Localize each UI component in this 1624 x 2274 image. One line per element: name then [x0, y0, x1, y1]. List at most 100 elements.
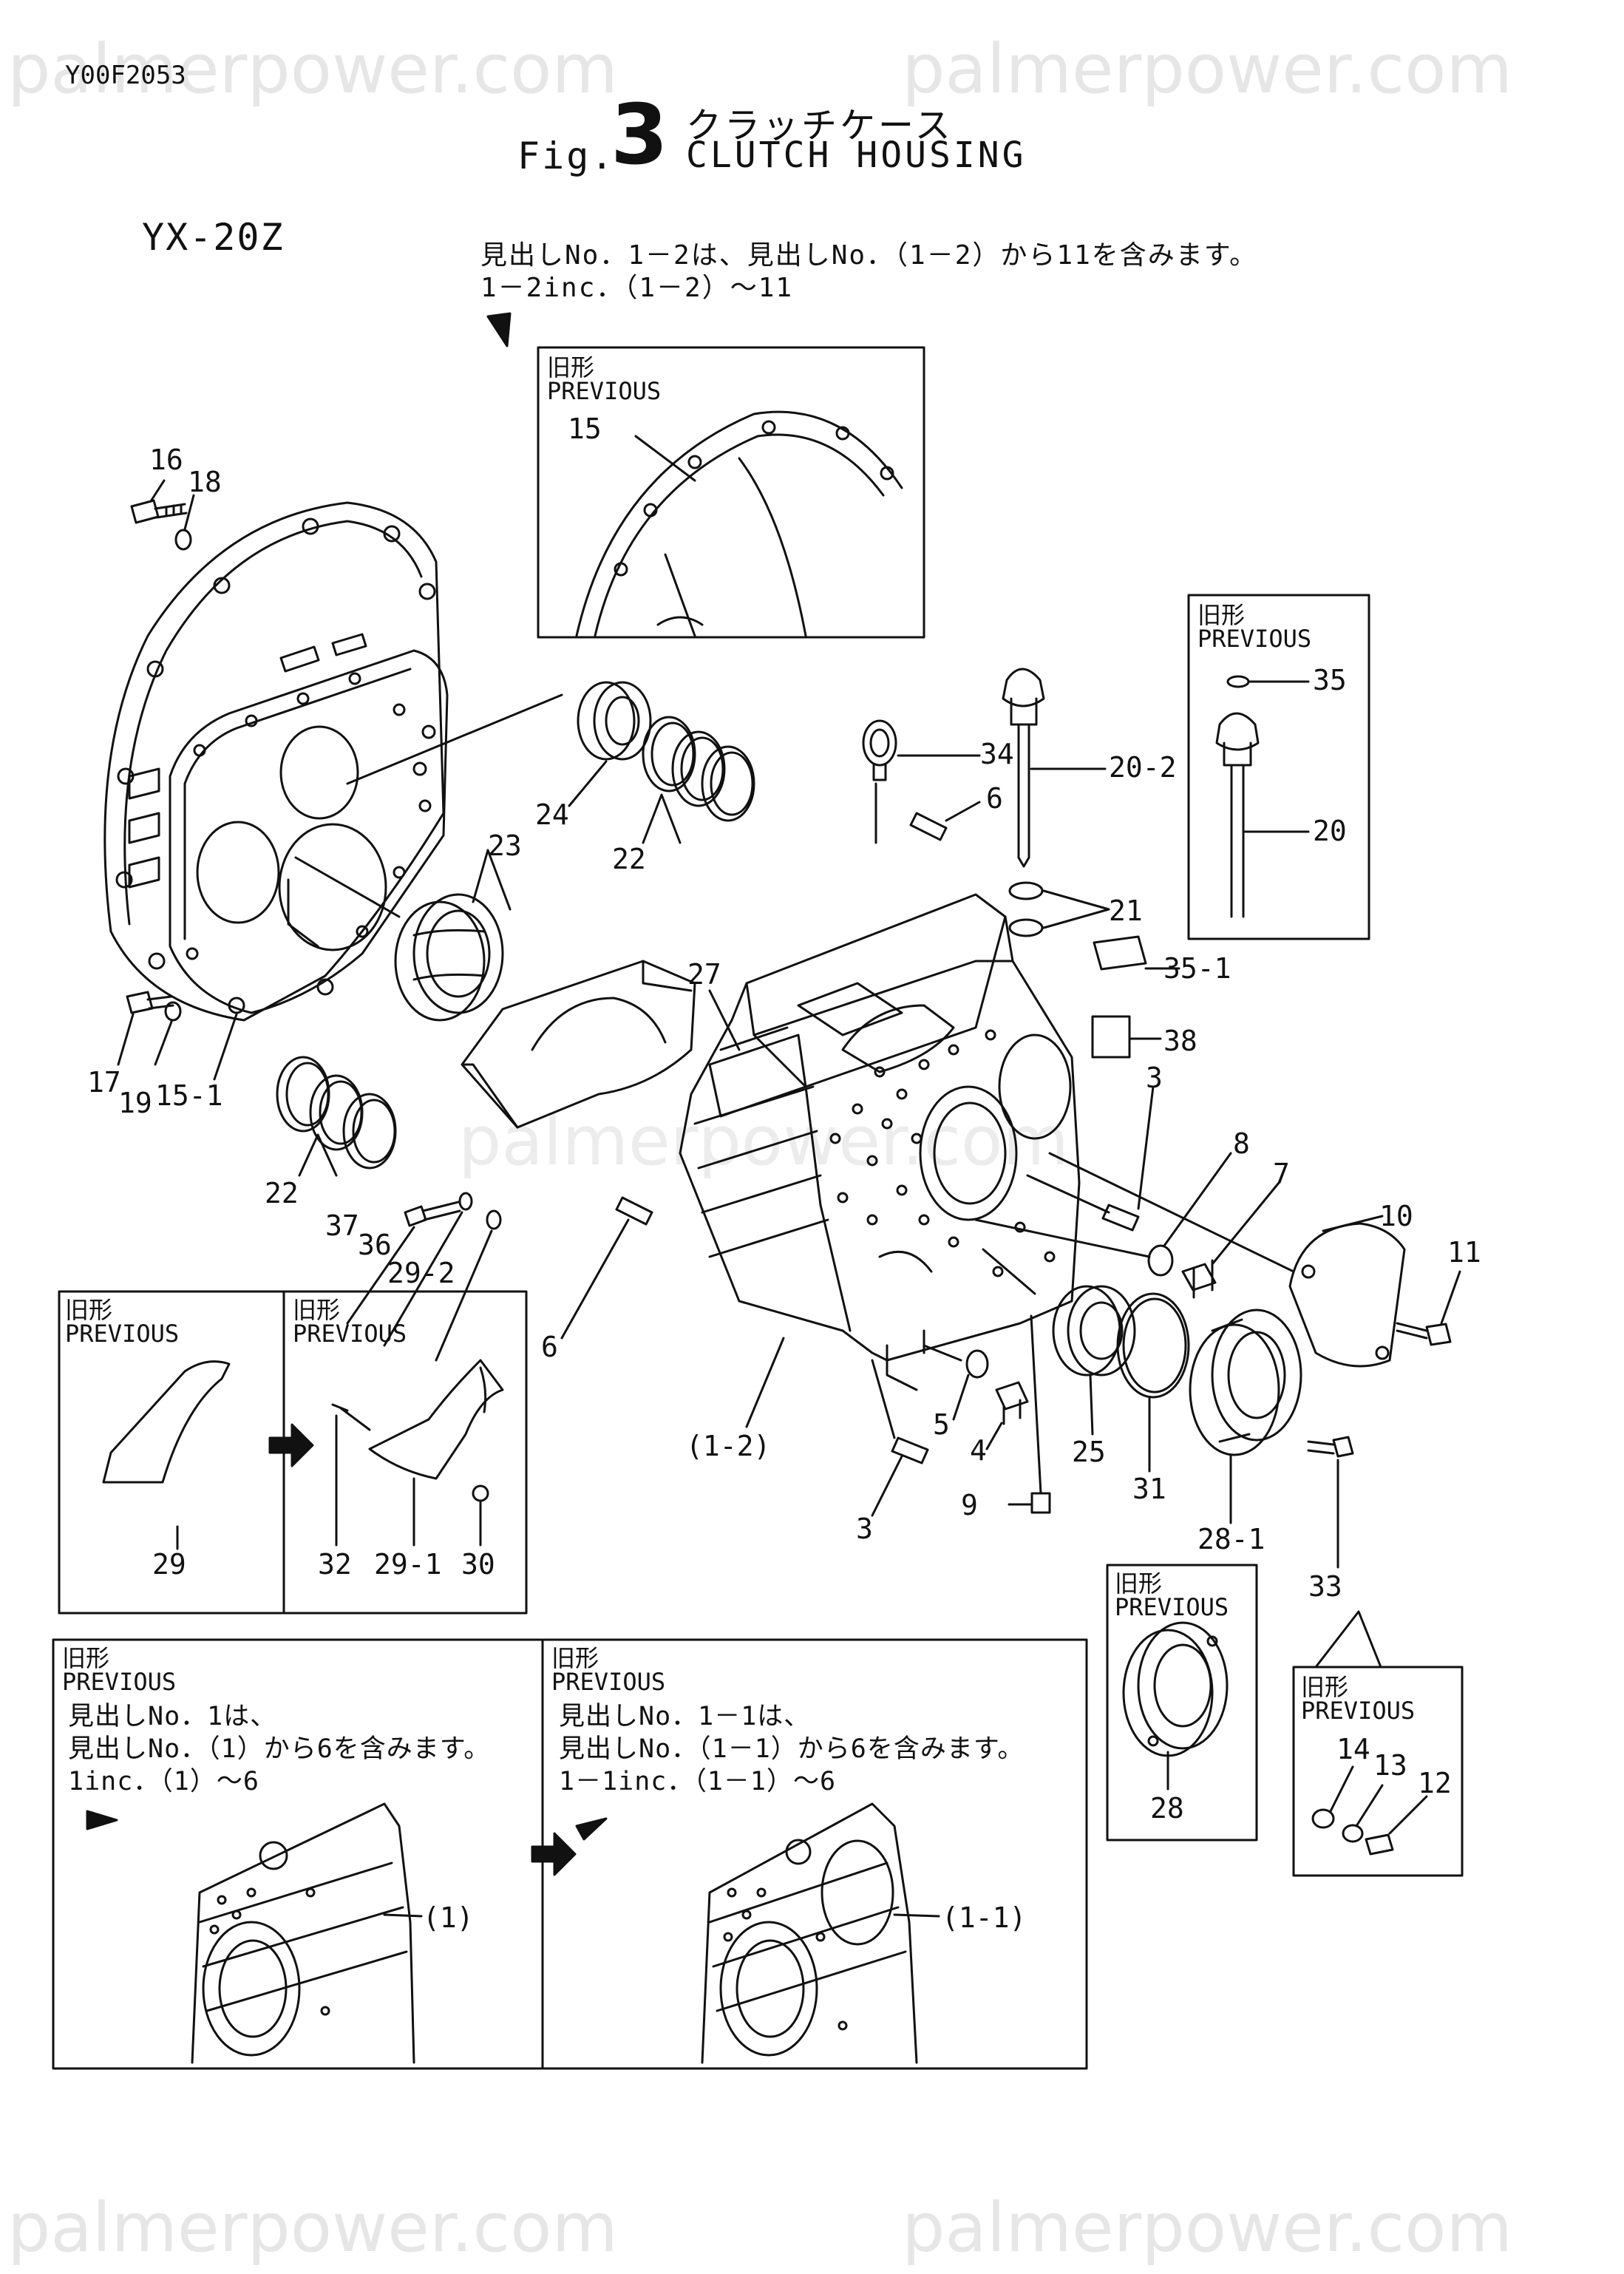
leader-15-1 — [213, 1013, 238, 1081]
eye-bolt-34 — [862, 719, 897, 781]
bearing-23 — [394, 893, 504, 1022]
label-part-29: 29 — [152, 1548, 186, 1581]
o-rings-22-lower — [276, 1056, 397, 1170]
oil-seal-24 — [577, 681, 652, 761]
washer-5 — [965, 1349, 989, 1379]
label-part-24: 24 — [535, 798, 569, 831]
note-english: 1－2inc．（1－2）～11 — [480, 273, 794, 303]
previous-box-28 — [1106, 1564, 1258, 1842]
label-part-23: 23 — [488, 829, 522, 862]
o-ring-31 — [1116, 1292, 1190, 1399]
washer-14 — [1311, 1808, 1335, 1829]
prev-box-15-label-jp: 旧形 — [547, 353, 595, 381]
o-rings-22-upper — [642, 716, 755, 822]
label-part-19: 19 — [118, 1087, 152, 1119]
prev-box-15-label-en: PREVIOUS — [547, 377, 662, 405]
box-1-note-line-1: 見出しNo．1は、 — [68, 1702, 277, 1731]
label-part-10: 10 — [1379, 1200, 1413, 1232]
label-part-32: 32 — [318, 1548, 352, 1581]
prev-box-29-1-label-en: PREVIOUS — [293, 1320, 407, 1348]
prev-box-29-label-jp: 旧形 — [65, 1296, 113, 1324]
o-ring-21b — [1008, 918, 1044, 937]
leader-27 — [708, 989, 741, 1051]
label-part-38: 38 — [1163, 1025, 1197, 1057]
label-part-18: 18 — [188, 466, 222, 498]
label-part-14: 14 — [1336, 1733, 1370, 1765]
flywheel-housing-15-1 — [103, 501, 449, 1022]
figure-number: 3 — [611, 87, 668, 183]
box-1-1-pointer — [575, 1817, 608, 1841]
nut-30 — [472, 1484, 489, 1502]
model-name: YX-20Z — [142, 216, 285, 259]
flywheel-housing-old — [575, 410, 903, 637]
prev-box-1-label-en: PREVIOUS — [62, 1668, 177, 1696]
label-part-30: 30 — [461, 1548, 495, 1581]
label-part-7: 7 — [1273, 1158, 1290, 1190]
o-ring-35 — [1226, 675, 1250, 688]
washer-36 — [458, 1192, 473, 1211]
label-part-27: 27 — [687, 958, 721, 991]
label-part-20-2: 20-2 — [1109, 751, 1177, 784]
dipstick-20-2 — [1002, 668, 1045, 868]
bolt-11 — [1396, 1322, 1452, 1346]
label-part-33: 33 — [1308, 1570, 1342, 1603]
pin-3-lower — [891, 1436, 929, 1464]
title-japanese: クラッチケース — [686, 105, 954, 146]
prev-box-29-label-en: PREVIOUS — [65, 1320, 180, 1348]
title-english: CLUTCH HOUSING — [686, 135, 1027, 176]
previous-box-15 — [537, 346, 925, 639]
label-part-21: 21 — [1109, 895, 1143, 927]
prev-box-28-label-en: PREVIOUS — [1115, 1593, 1229, 1621]
label-part-25: 25 — [1072, 1436, 1106, 1468]
bearing-housing-28-1 — [1189, 1309, 1302, 1456]
leader-15 — [634, 435, 696, 482]
label-part-28-1: 28-1 — [1197, 1523, 1265, 1555]
watermark-bottom-left: palmerpower.com — [7, 2188, 619, 2267]
box-1-1-note-line-1: 見出しNo．1－1は、 — [559, 1702, 811, 1731]
label-part-12: 12 — [1418, 1767, 1452, 1799]
o-ring-21a — [1008, 881, 1044, 900]
label-part-36: 36 — [358, 1229, 392, 1261]
bolt-16 — [130, 499, 188, 524]
label-part-4: 4 — [970, 1434, 987, 1467]
document-code: Y00F2053 — [65, 61, 186, 90]
plug-4 — [995, 1381, 1029, 1425]
label-part-16: 16 — [149, 444, 183, 476]
label-part-8: 8 — [1233, 1127, 1250, 1160]
label-part-31: 31 — [1132, 1473, 1166, 1505]
label-part-3-upper: 3 — [1146, 1062, 1163, 1094]
label-part-9: 9 — [961, 1489, 978, 1521]
label-part-1: (1) — [423, 1901, 474, 1934]
prev-box-1-label-jp: 旧形 — [62, 1644, 110, 1672]
washer-19 — [164, 1001, 182, 1022]
label-part-35: 35 — [1313, 664, 1347, 696]
plate-35-1 — [1093, 935, 1147, 971]
label-part-28: 28 — [1150, 1792, 1184, 1825]
arrow-right-2 — [531, 1832, 577, 1876]
previous-box-12-14 — [1292, 1666, 1464, 1877]
prev-box-12-label-jp: 旧形 — [1301, 1673, 1349, 1701]
watermark-bottom-right: palmerpower.com — [902, 2188, 1513, 2267]
plug-9 — [1030, 1492, 1051, 1514]
pin-3-upper — [1101, 1204, 1140, 1232]
prev-box-12-label-en: PREVIOUS — [1301, 1697, 1416, 1725]
dipstick-20 — [1215, 712, 1260, 918]
housing-1-old — [191, 1802, 415, 2064]
watermark-top-left: palmerpower.com — [7, 30, 619, 109]
label-part-5: 5 — [933, 1408, 950, 1441]
bearing-housing-28-old — [1122, 1621, 1229, 1757]
figure-prefix: Fig. — [517, 135, 616, 177]
watermark-center: palmerpower.com — [458, 1102, 1070, 1181]
label-part-29-2: 29-2 — [387, 1257, 455, 1289]
note-japanese: 見出しNo．1－2は、見出しNo．（1－2）から11を含みます。 — [480, 240, 1258, 271]
label-part-11: 11 — [1447, 1236, 1481, 1269]
bolt-32 — [331, 1403, 371, 1431]
housing-1-1-old — [701, 1802, 918, 2064]
prev-box-1-1-label-en: PREVIOUS — [551, 1668, 666, 1696]
prev-box-20-label-en: PREVIOUS — [1197, 625, 1312, 653]
label-part-20: 20 — [1313, 815, 1347, 847]
prev-box-20-label-jp: 旧形 — [1197, 601, 1246, 629]
leader-1-2 — [745, 1337, 785, 1428]
end-cover-10 — [1288, 1222, 1406, 1368]
